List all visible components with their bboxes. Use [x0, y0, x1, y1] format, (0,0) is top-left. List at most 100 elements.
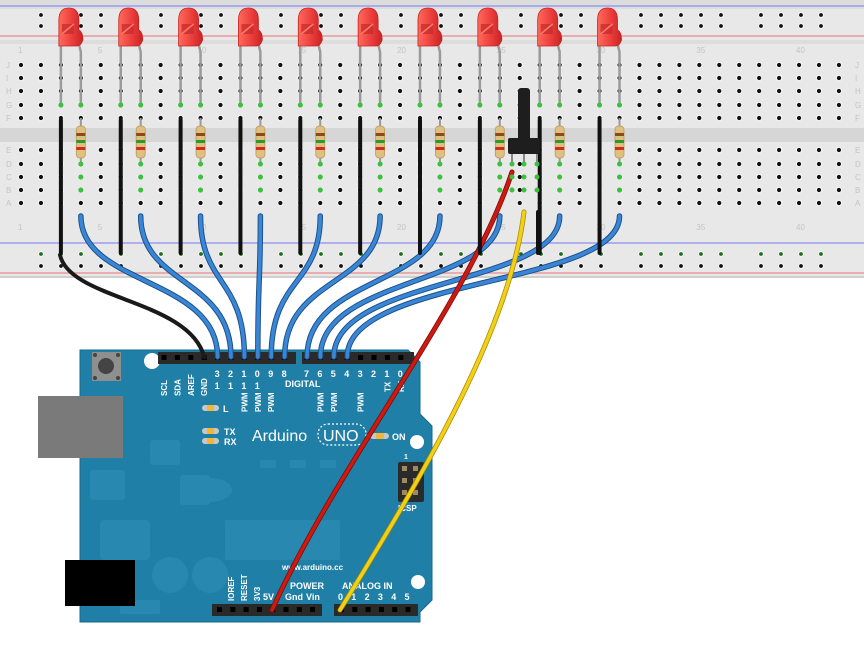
red-wire-5v	[270, 170, 514, 612]
breadboard-hole	[37, 160, 45, 168]
rail-hole	[558, 12, 564, 18]
analog-pin-label: 4	[391, 592, 396, 602]
breadboard-hole	[636, 74, 643, 82]
header-pin	[392, 607, 398, 612]
active-hole	[616, 187, 623, 193]
rail-hole	[218, 23, 224, 29]
rail-hole	[518, 12, 524, 18]
header-pin	[188, 355, 194, 360]
breadboard-hole	[257, 199, 264, 207]
active-hole	[477, 102, 483, 108]
header-pin	[358, 355, 364, 360]
breadboard-hole	[277, 61, 284, 69]
pwm-label: PWM	[316, 392, 325, 412]
rail-hole	[338, 12, 344, 18]
led-shine	[540, 23, 554, 35]
rail-hole	[398, 12, 404, 18]
breadboard-hole	[456, 186, 463, 194]
active-hole	[297, 102, 303, 108]
header-pin	[283, 607, 289, 612]
icsp-pin	[413, 466, 418, 471]
breadboard-hole	[277, 74, 284, 82]
breadboard-hole	[337, 186, 344, 194]
breadboard-hole	[576, 101, 583, 109]
breadboard-hole	[815, 74, 823, 82]
website-label: www.arduino.cc	[281, 563, 344, 572]
breadboard-hole	[616, 199, 623, 207]
rail-hole	[818, 23, 824, 29]
led-shine	[240, 23, 254, 35]
breadboard-hole	[396, 186, 404, 194]
pin-label: SDA	[173, 379, 182, 396]
pwm-label: PWM	[267, 392, 276, 412]
active-hole	[317, 102, 323, 108]
rail-hole	[338, 251, 344, 257]
digital-pin-number: 0	[398, 369, 403, 379]
breadboard-hole	[656, 186, 663, 194]
header-pin	[256, 607, 262, 612]
breadboard-hole	[396, 199, 404, 207]
active-hole	[437, 174, 443, 180]
resistor-band	[375, 147, 385, 150]
reset-button[interactable]	[92, 352, 121, 381]
breadboard-hole	[97, 146, 104, 154]
active-hole	[78, 102, 84, 108]
pwm-label: PWM	[330, 392, 339, 412]
rail-hole	[98, 23, 104, 29]
breadboard-hole	[776, 74, 783, 82]
breadboard-hole	[676, 173, 683, 181]
active-hole	[237, 102, 244, 108]
row-label: A	[855, 199, 861, 208]
usb-connector	[38, 396, 123, 458]
breadboard-hole	[716, 74, 723, 82]
rail-hole	[418, 263, 424, 269]
header-pin	[243, 607, 249, 612]
active-hole	[78, 187, 84, 193]
blue-wire-led-7	[305, 214, 442, 359]
rail-hole	[38, 263, 44, 269]
row-label: B	[6, 186, 11, 195]
breadboard-hole	[815, 173, 823, 181]
breadboard-hole	[337, 101, 344, 109]
breadboard-hole	[795, 199, 803, 207]
breadboard-hole	[277, 114, 284, 122]
active-hole	[616, 174, 623, 180]
breadboard-hole	[795, 74, 803, 82]
breadboard-hole	[337, 61, 344, 69]
breadboard-hole	[835, 74, 843, 82]
breadboard-hole	[576, 87, 583, 95]
column-label: 1	[18, 46, 23, 55]
analog-pin-label: 5	[405, 592, 410, 602]
breadboard-hole	[756, 74, 763, 82]
breadboard-hole	[37, 173, 45, 181]
breadboard-hole	[217, 87, 224, 95]
rail-hole	[78, 12, 84, 18]
breadboard-hole	[217, 101, 224, 109]
breadboard-hole	[776, 146, 783, 154]
breadboard-hole	[676, 74, 683, 82]
rail-hole	[798, 251, 804, 257]
breadboard-hole	[776, 199, 783, 207]
resistor-band	[615, 147, 624, 150]
breadboard-hole	[676, 114, 683, 122]
model-label: UNO	[323, 428, 359, 445]
rail-hole	[558, 23, 564, 29]
rail-hole	[78, 251, 84, 257]
blue-wire-led-2	[138, 214, 233, 359]
breadboard-hole	[556, 199, 563, 207]
led-assembly-2	[118, 7, 146, 255]
active-hole	[317, 174, 323, 180]
rail-hole	[818, 263, 824, 269]
rail-hole	[758, 263, 764, 269]
row-label: C	[6, 173, 12, 182]
breadboard-hole	[157, 101, 164, 109]
led-assembly-5	[297, 7, 326, 255]
rail-hole	[558, 251, 564, 257]
resistor-band	[255, 140, 265, 143]
breadboard-hole	[716, 61, 723, 69]
active-hole	[138, 102, 144, 108]
digital-pin-number: 1	[241, 369, 246, 379]
icsp-pin	[402, 466, 407, 471]
power-pin-label: 5V	[263, 592, 274, 602]
